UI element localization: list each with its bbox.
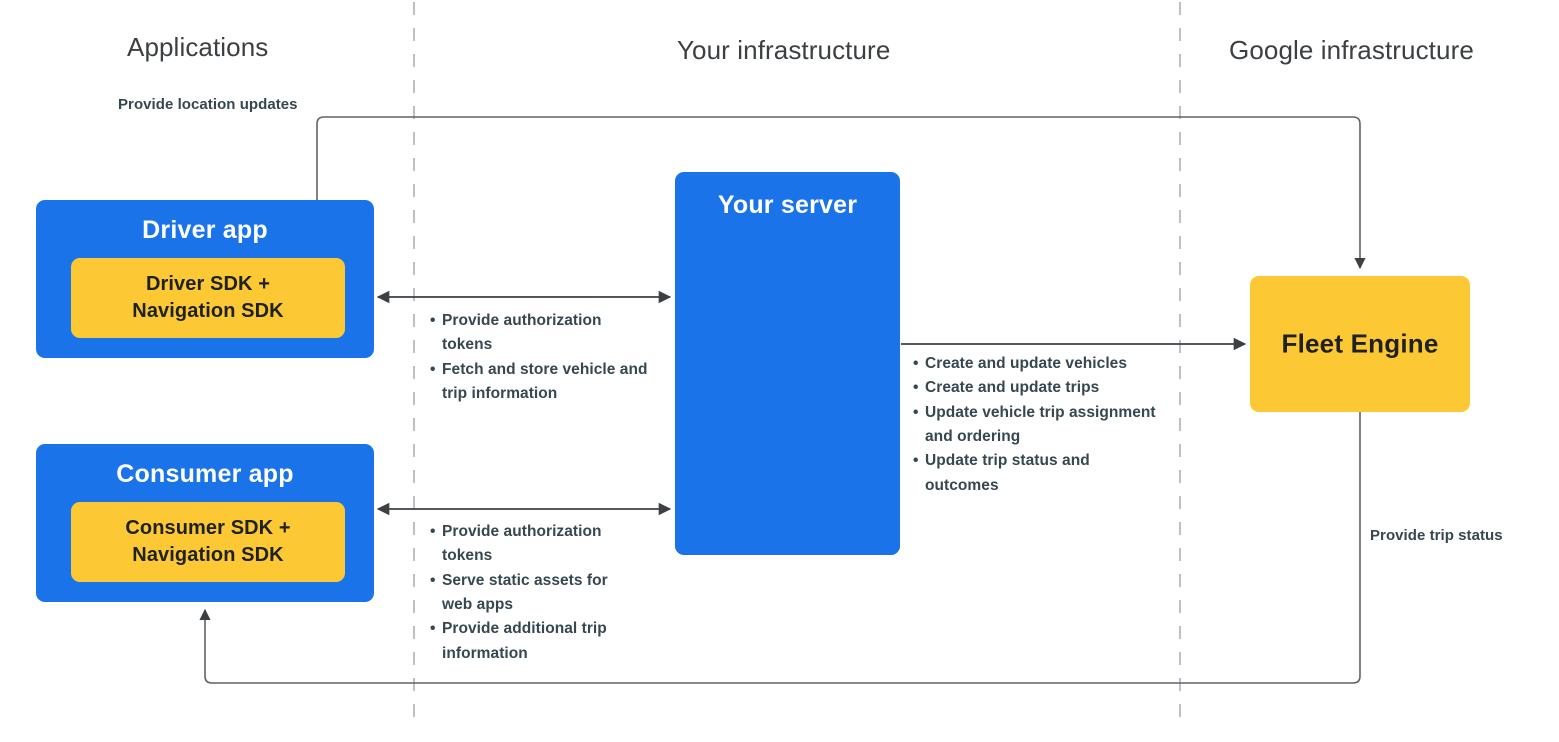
driver-app-title: Driver app (142, 216, 268, 244)
consumer-app-title: Consumer app (116, 460, 294, 488)
list-item: Update trip status and outcomes (913, 449, 1163, 498)
node-consumer-sdk[interactable]: Consumer SDK + Navigation SDK (71, 502, 345, 582)
list-item: Serve static assets for web apps (430, 569, 638, 618)
list-item: Provide authorization tokens (430, 520, 638, 569)
edge-label-trip-status: Provide trip status (1370, 527, 1503, 544)
node-consumer-app[interactable]: Consumer app Consumer SDK + Navigation S… (36, 444, 374, 602)
driver-sdk-line-1: Driver SDK + (145, 273, 271, 296)
list-item: Create and update trips (913, 376, 1163, 401)
edge-bullets-server-fleet: Create and update vehicles Create and up… (913, 352, 1163, 498)
consumer-sdk-line-1: Consumer SDK + (125, 517, 291, 540)
zone-header-applications: Applications (127, 32, 269, 62)
list-item: Provide additional trip information (430, 617, 638, 666)
node-driver-app[interactable]: Driver app Driver SDK + Navigation SDK (36, 200, 374, 358)
list-item: Update vehicle trip assignment and order… (913, 401, 1163, 450)
node-fleet-engine[interactable]: Fleet Engine (1250, 276, 1470, 412)
list-item: Provide authorization tokens (430, 309, 656, 358)
your-server-title: Your server (717, 191, 858, 219)
consumer-sdk-line-2: Navigation SDK (132, 544, 284, 566)
list-item: Fetch and store vehicle and trip informa… (430, 358, 656, 407)
zone-header-google-infrastructure: Google infrastructure (1229, 35, 1474, 65)
node-your-server[interactable]: Your server (675, 172, 900, 555)
list-item: Create and update vehicles (913, 352, 1163, 377)
server-fleet-bullet-list: Create and update vehicles Create and up… (913, 352, 1163, 498)
edge-bullets-driver-server: Provide authorization tokens Fetch and s… (430, 309, 656, 406)
node-driver-sdk[interactable]: Driver SDK + Navigation SDK (71, 258, 345, 338)
fleet-engine-title: Fleet Engine (1281, 328, 1439, 359)
zone-header-your-infrastructure: Your infrastructure (677, 35, 891, 65)
consumer-server-bullet-list: Provide authorization tokens Serve stati… (430, 520, 638, 666)
edge-bullets-consumer-server: Provide authorization tokens Serve stati… (430, 520, 638, 666)
driver-server-bullet-list: Provide authorization tokens Fetch and s… (430, 309, 656, 406)
edge-label-location-updates: Provide location updates (118, 96, 298, 113)
driver-sdk-line-2: Navigation SDK (132, 300, 284, 322)
